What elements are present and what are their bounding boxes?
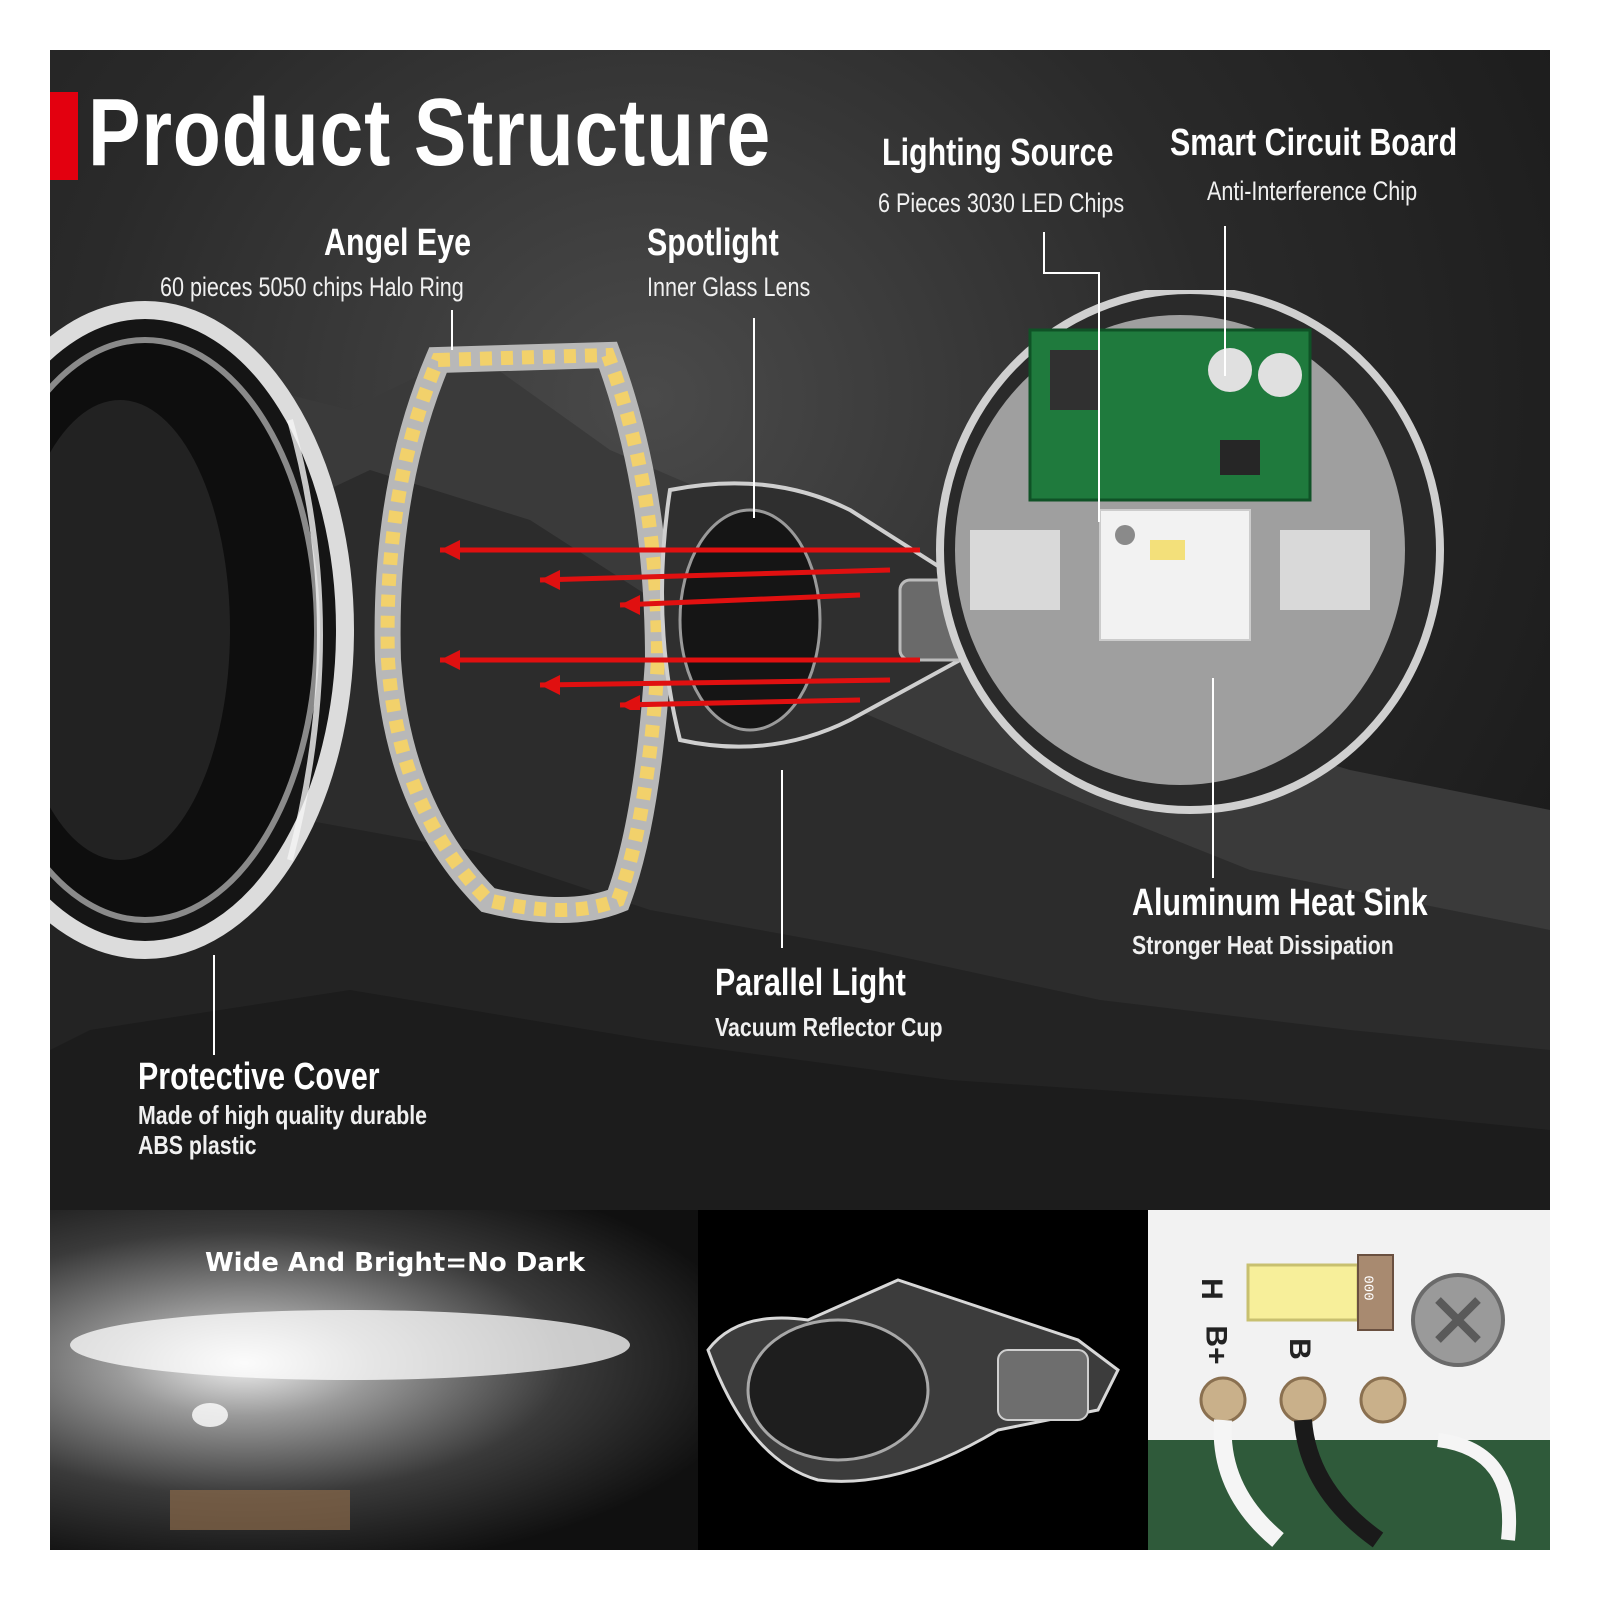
heat-sink-heading: Aluminum Heat Sink [1132, 882, 1428, 924]
protective-cover-leader-line [213, 955, 215, 1055]
hero-background: Product Structure Angel Eye 60 pieces 50… [50, 50, 1550, 1210]
beam-caption: Wide And Bright=No Dark [205, 1248, 585, 1278]
spotlight-leader-line [753, 318, 755, 518]
lighting-source-leader-line-h [1043, 272, 1100, 274]
lighting-source-leader-line-v1 [1043, 232, 1045, 274]
angel-eye-leader-line [451, 310, 453, 350]
heat-sink-subtitle: Stronger Heat Dissipation [1132, 930, 1394, 960]
lighting-source-heading: Lighting Source [882, 132, 1114, 174]
parallel-light-subtitle: Vacuum Reflector Cup [715, 1012, 943, 1042]
beam-pattern-panel: Wide And Bright=No Dark [50, 1210, 698, 1550]
pcb-label-b: B [1282, 1338, 1316, 1360]
spotlight-subtitle: Inner Glass Lens [647, 272, 811, 302]
bottom-feature-strip: Wide And Bright=No Dark [50, 1210, 1550, 1550]
angel-eye-subtitle: 60 pieces 5050 chips Halo Ring [160, 272, 464, 302]
parallel-light-heading: Parallel Light [715, 962, 906, 1004]
housing-with-circuit-board-image [936, 290, 1444, 814]
light-arrows [440, 540, 920, 710]
title-accent-bar [50, 92, 78, 180]
lighting-source-subtitle: 6 Pieces 3030 LED Chips [878, 188, 1125, 218]
spotlight-heading: Spotlight [647, 222, 779, 264]
mountain-landscape [50, 350, 1550, 1210]
smart-circuit-subtitle: Anti-Interference Chip [1207, 176, 1418, 206]
reflector-closeup-image [706, 1278, 1120, 1483]
lighting-source-leader-line-v2 [1098, 272, 1100, 522]
led-pcb-closeup-image [1148, 1210, 1550, 1550]
protective-cover-subtitle-line1: Made of high quality durable [138, 1100, 428, 1130]
heat-sink-leader-line [1212, 678, 1214, 878]
beam-glow [70, 1310, 630, 1530]
page-title: Product Structure [88, 79, 772, 186]
reflector-closeup-panel [698, 1210, 1148, 1550]
parallel-light-leader-line [781, 770, 783, 948]
led-pcb-closeup-panel: H B+ B 000 [1148, 1210, 1550, 1550]
angel-eye-heading: Angel Eye [324, 222, 471, 264]
pcb-label-h: H [1194, 1278, 1228, 1300]
smart-circuit-heading: Smart Circuit Board [1170, 122, 1458, 164]
smart-circuit-leader-line [1224, 226, 1226, 376]
product-structure-graphic: Product Structure Angel Eye 60 pieces 50… [50, 50, 1550, 1550]
resistor-code: 000 [1359, 1275, 1376, 1301]
pcb-label-b-plus: B+ [1199, 1325, 1233, 1365]
protective-cover-subtitle-line2: ABS plastic [138, 1130, 257, 1160]
protective-cover-image [50, 301, 354, 959]
protective-cover-heading: Protective Cover [138, 1056, 380, 1098]
